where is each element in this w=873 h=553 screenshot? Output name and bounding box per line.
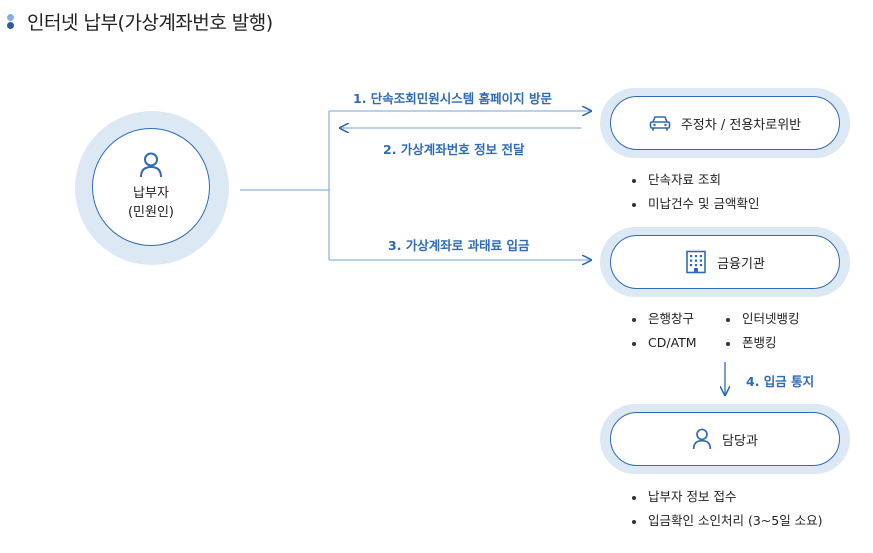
bank-node-inner: 금융기관 <box>610 235 840 289</box>
parking-list: 단속자료 조회 미납건수 및 금액확인 <box>630 168 759 216</box>
person-icon <box>692 428 712 450</box>
page-title-text: 인터넷 납부(가상계좌번호 발행) <box>27 12 273 34</box>
building-icon <box>686 250 706 274</box>
parking-node: 주정차 / 전용차로위반 <box>600 88 850 158</box>
taxpayer-label: 납부자 <box>133 186 169 201</box>
title-bullet-icon <box>7 13 15 30</box>
step1-label: 1. 단속조회민원시스템 홈페이지 방문 <box>353 91 553 106</box>
list-item: 입금확인 소인처리 (3~5일 소요) <box>630 509 823 533</box>
list-item: CD/ATM <box>630 331 697 355</box>
taxpayer-sublabel: (민원인) <box>127 205 175 220</box>
step2-label: 2. 가상계좌번호 정보 전달 <box>383 142 525 157</box>
page-title: 인터넷 납부(가상계좌번호 발행) <box>7 8 273 35</box>
office-label: 담당과 <box>722 433 758 449</box>
list-item: 은행창구 <box>630 307 697 331</box>
bank-label: 금융기관 <box>717 256 765 272</box>
bank-list-left: 은행창구 CD/ATM <box>630 307 697 355</box>
taxpayer-node: 납부자 (민원인) <box>75 111 229 265</box>
parking-node-inner: 주정차 / 전용차로위반 <box>610 96 840 150</box>
office-node: 담당과 <box>600 404 850 474</box>
list-item: 인터넷뱅킹 <box>724 307 800 331</box>
step3-label: 3. 가상계좌로 과태료 입금 <box>388 238 530 253</box>
parking-label: 주정차 / 전용차로위반 <box>680 117 802 133</box>
list-item: 미납건수 및 금액확인 <box>630 192 759 216</box>
taxpayer-node-inner: 납부자 (민원인) <box>92 128 210 246</box>
step4-label: 4. 입금 통지 <box>746 374 815 389</box>
bank-list-right: 인터넷뱅킹 폰뱅킹 <box>724 307 800 355</box>
office-node-inner: 담당과 <box>610 412 840 466</box>
list-item: 단속자료 조회 <box>630 168 759 192</box>
bank-node: 금융기관 <box>600 227 850 297</box>
person-icon <box>140 152 162 178</box>
office-list: 납부자 정보 접수 입금확인 소인처리 (3~5일 소요) <box>630 485 823 533</box>
car-icon <box>649 116 671 131</box>
list-item: 폰뱅킹 <box>724 331 800 355</box>
list-item: 납부자 정보 접수 <box>630 485 823 509</box>
